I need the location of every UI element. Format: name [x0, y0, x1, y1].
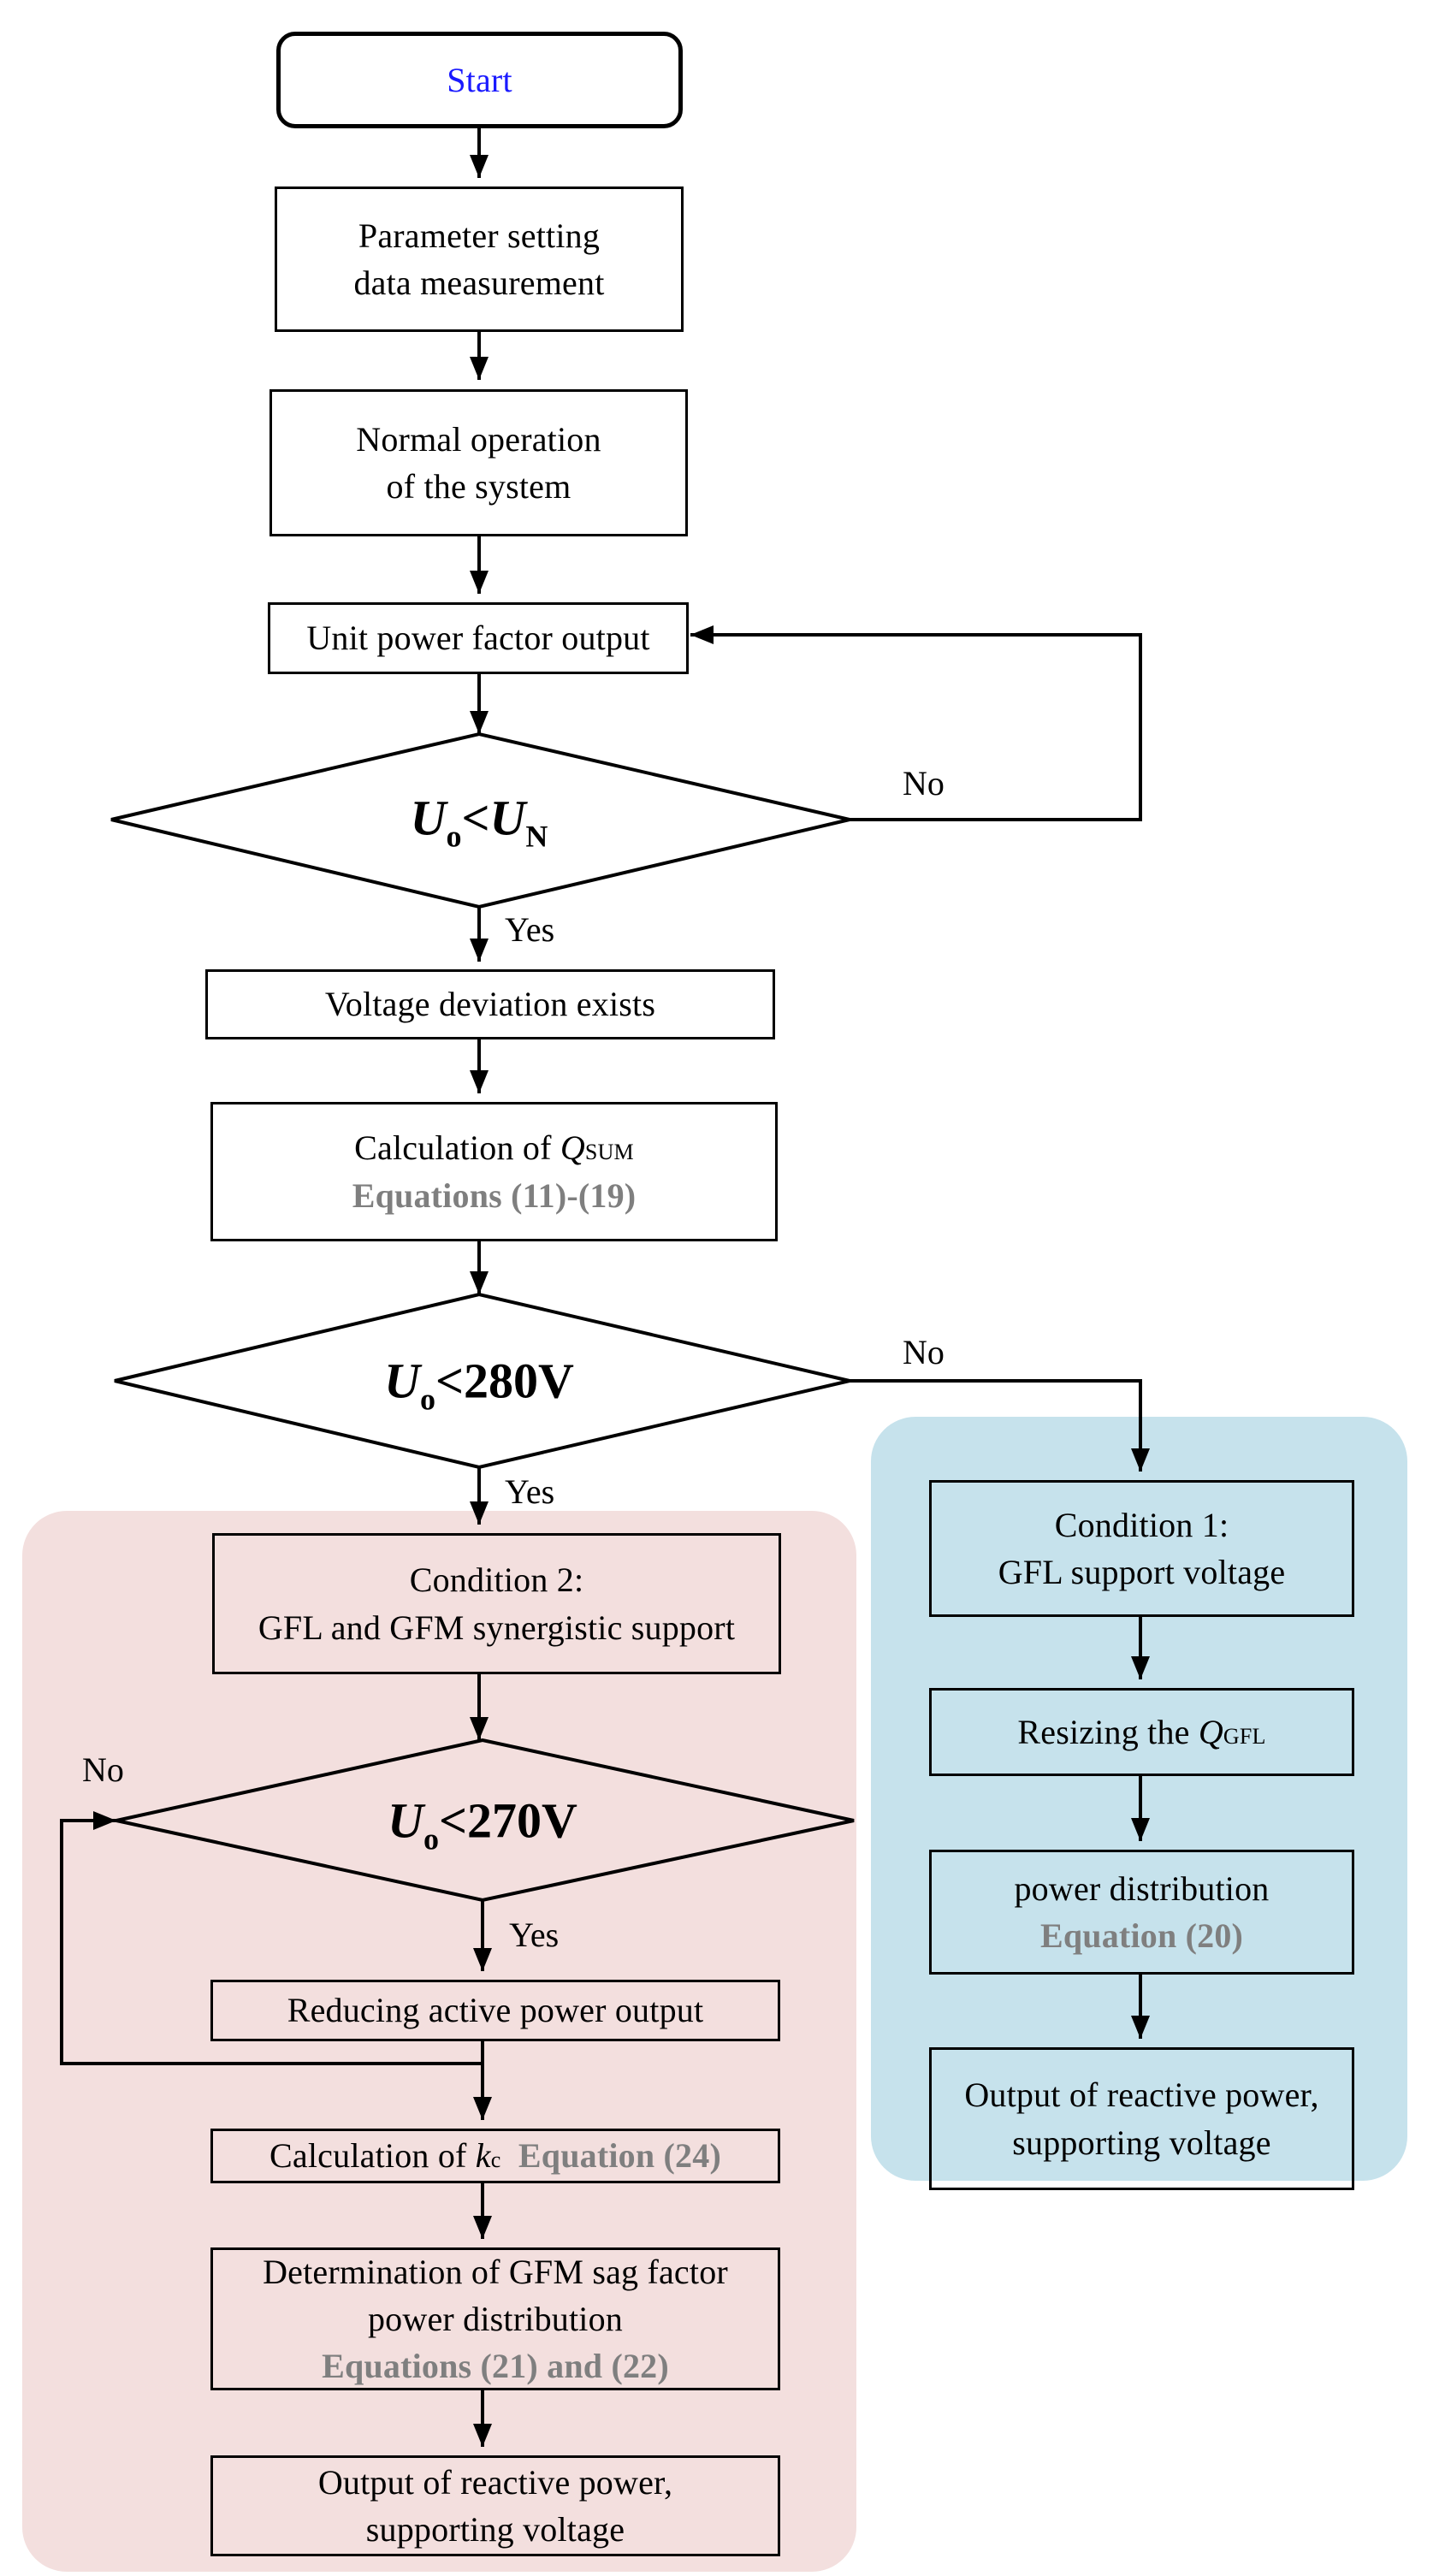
condition-2-line1: Condition 2: [409, 1560, 584, 1600]
condition-1-line2: GFL support voltage [998, 1553, 1286, 1591]
condition-2-box: Condition 2: GFL and GFM synergistic sup… [212, 1533, 781, 1674]
calculation-qsum-label: Calculation of QSUM [354, 1128, 634, 1168]
condition-2-line2: GFL and GFM synergistic support [258, 1608, 736, 1647]
label-yes-d3: Yes [509, 1916, 560, 1954]
determination-line2: power distribution [367, 2299, 623, 2338]
power-distribution-box: power distribution Equation (20) [929, 1850, 1354, 1975]
voltage-deviation-box: Voltage deviation exists [205, 969, 775, 1039]
resizing-qgfl-box: Resizing the QGFL [929, 1688, 1354, 1776]
output-left-line1: Output of reactive power, [317, 2462, 673, 2502]
output-right-line2: supporting voltage [1012, 2123, 1271, 2162]
reduce-active-power-label: Reducing active power output [287, 1991, 704, 2030]
calculation-kc-label: Calculation of kc Equation (24) [269, 2136, 721, 2176]
decision-uo-270v-label: Uo<270V [388, 1792, 577, 1856]
arrow-d1-no-loop [690, 625, 1142, 821]
normal-operation-line1: Normal operation [356, 419, 601, 459]
condition-2-region [22, 1511, 856, 2572]
power-distribution-equation: Equation (20) [1039, 1916, 1244, 1955]
determination-equation: Equations (21) and (22) [322, 2347, 669, 2386]
label-no-d3: No [82, 1750, 124, 1789]
voltage-deviation-label: Voltage deviation exists [324, 985, 656, 1024]
condition-1-box: Condition 1: GFL support voltage [929, 1480, 1354, 1617]
output-right-box: Output of reactive power, supporting vol… [929, 2047, 1354, 2190]
parameter-setting-line2: data measurement [353, 264, 605, 302]
calculation-kc-box: Calculation of kc Equation (24) [210, 2129, 780, 2183]
unit-power-factor-label: Unit power factor output [306, 619, 650, 658]
parameter-setting-box: Parameter setting data measurement [275, 187, 684, 332]
unit-power-factor-box: Unit power factor output [268, 602, 689, 674]
decision-uo-280v-label: Uo<280V [384, 1353, 574, 1417]
normal-operation-box: Normal operation of the system [269, 389, 688, 536]
reduce-active-power-box: Reducing active power output [210, 1980, 780, 2041]
parameter-setting-line1: Parameter setting [358, 216, 601, 255]
determination-line1: Determination of GFM sag factor [263, 2252, 728, 2291]
calculation-qsum-box: Calculation of QSUM Equations (11)-(19) [210, 1102, 778, 1241]
start-label: Start [447, 60, 512, 99]
decision-diamond-uo-270v [115, 1738, 855, 1903]
calculation-qsum-equation: Equations (11)-(19) [352, 1175, 637, 1215]
power-distribution-line1: power distribution [1014, 1868, 1270, 1908]
label-no-d1: No [903, 764, 945, 802]
output-left-box: Output of reactive power, supporting vol… [210, 2455, 780, 2556]
determination-box: Determination of GFM sag factor power di… [210, 2247, 780, 2390]
output-left-line2: supporting voltage [365, 2510, 625, 2549]
decision-uo-un-label: Uo<UN [410, 790, 548, 854]
label-no-d2: No [903, 1333, 945, 1371]
label-yes-d2: Yes [505, 1472, 555, 1511]
normal-operation-line2: of the system [386, 467, 571, 506]
condition-1-line1: Condition 1: [1054, 1505, 1229, 1544]
output-right-line1: Output of reactive power, [964, 2076, 1319, 2115]
label-yes-d1: Yes [505, 910, 555, 949]
arrow-d3-no-loop [60, 1811, 483, 2065]
start-terminal: Start [276, 32, 683, 128]
arrow-d2-no-to-cond1 [850, 1379, 1150, 1472]
resizing-qgfl-label: Resizing the QGFL [1017, 1712, 1266, 1751]
